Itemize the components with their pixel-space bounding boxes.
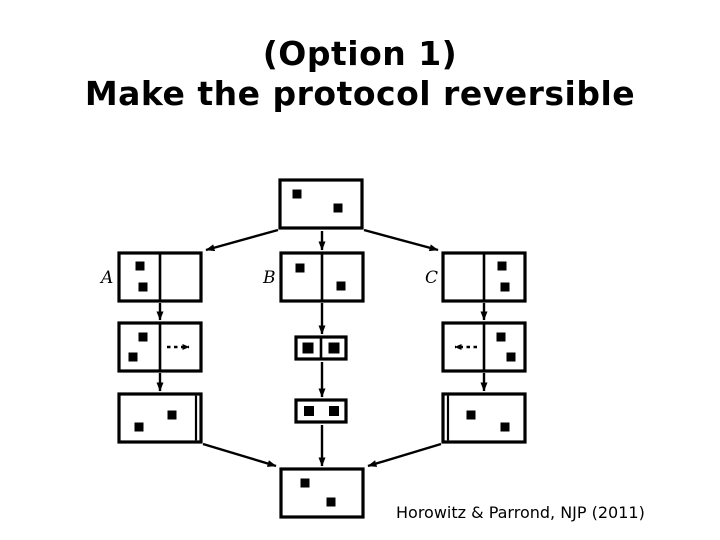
box-c-step-2 (441, 321, 527, 373)
bottom-box-particle-1 (300, 478, 310, 488)
label-b: B (262, 268, 276, 288)
box-a-step-1 (117, 251, 203, 303)
top-box-particle-2 (333, 203, 343, 213)
top-box-frame (278, 178, 364, 230)
box-c-step-2-particle-2 (506, 352, 516, 362)
bottom-box (279, 467, 365, 519)
box-b-step-1-particle-1 (295, 263, 305, 273)
box-layer (117, 178, 527, 519)
box-b-step-3-particle-2 (329, 406, 339, 416)
box-c-step-3-particle-1 (500, 422, 510, 432)
box-c-step-3 (441, 392, 527, 444)
label-c: C (425, 268, 438, 288)
box-c-step-1 (441, 251, 527, 303)
box-a-step-2-particle-2 (128, 352, 138, 362)
box-c-step-1-particle-1 (497, 261, 507, 271)
bottom-box-frame (279, 467, 365, 519)
box-b-step-2-particle-1 (302, 342, 314, 354)
box-c-step-2-particle-1 (496, 332, 506, 342)
box-a-step-3-frame (117, 392, 203, 444)
box-c-step-1-particle-2 (500, 282, 510, 292)
title-line-main: Make the protocol reversible (84, 74, 636, 114)
box-a-step-1-particle-2 (138, 282, 148, 292)
title-line-option: (Option 1) (262, 34, 458, 73)
box-a-step-3-particle-1 (134, 422, 144, 432)
arrow-a3-to-bottom (202, 442, 277, 468)
label-layer: A B C (99, 268, 438, 288)
citation-text: Horowitz & Parrond, NJP (2011) (396, 503, 645, 522)
arrow-layer (156, 228, 488, 468)
box-a-step-2-particle-1 (138, 332, 148, 342)
arrow-top-to-a (205, 228, 279, 252)
box-b-step-2-particle-2 (328, 342, 340, 354)
label-a: A (99, 268, 113, 288)
bottom-box-particle-2 (326, 497, 336, 507)
slide-title-block: (Option 1) Make the protocol reversible (0, 34, 720, 115)
box-c-step-3-frame (441, 392, 527, 444)
box-b-step-2 (294, 335, 348, 361)
top-box (278, 178, 364, 230)
box-b-step-1 (279, 251, 365, 303)
top-box-particle-1 (292, 189, 302, 199)
box-b-step-3-particle-1 (304, 406, 314, 416)
box-a-step-3 (117, 392, 203, 444)
box-c-step-3-particle-2 (466, 410, 476, 420)
box-a-step-1-particle-1 (135, 261, 145, 271)
box-b-step-1-particle-2 (336, 281, 346, 291)
box-b-step-3 (294, 398, 348, 424)
box-b-step-3-frame (294, 398, 348, 424)
box-a-step-3-particle-2 (167, 410, 177, 420)
box-a-step-2 (117, 321, 203, 373)
arrow-top-to-c (363, 228, 439, 252)
arrow-c3-to-bottom (367, 442, 442, 468)
